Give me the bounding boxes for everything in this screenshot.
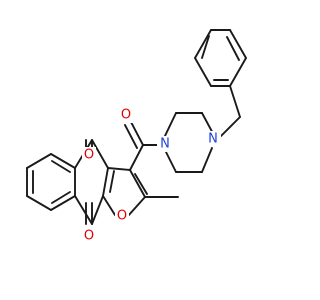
bond-c3-c2-inner <box>134 173 148 195</box>
furan-oxygen-label: O <box>117 209 127 224</box>
bond-benzo-4 <box>26 195 52 211</box>
bond-c9a-c3a <box>102 167 109 197</box>
bond-ofuran-c9a <box>102 195 116 216</box>
bond-benzo-5 <box>50 195 76 211</box>
atom-labels: O N N O O O <box>82 107 221 244</box>
carbonyl-oxygen-label: O <box>121 108 131 123</box>
quinone-oxygen-bottom-label: O <box>84 229 94 244</box>
bond-c3a-c4 <box>91 139 109 169</box>
quinone-oxygen-top-label: O <box>84 148 94 163</box>
bond-carbonyl-o-a <box>130 121 144 146</box>
piperazine-n-amide-label: N <box>160 137 170 152</box>
bond-c2-ofuran <box>127 196 146 217</box>
piperazine-n-benzyl-label: N <box>208 132 218 147</box>
bond-phenyl-1 <box>229 57 247 87</box>
bond-c9-c9a <box>91 195 104 225</box>
bond-carbonyl-c3 <box>129 144 144 171</box>
bond-c9a-c3a-inner <box>109 170 115 193</box>
bond-ch2-n <box>219 116 241 138</box>
bond-pip-6 <box>201 147 213 173</box>
bond-pip-3 <box>163 112 177 139</box>
bond-benzo-2 <box>26 153 52 169</box>
bonds <box>26 29 247 225</box>
bond-c3-c2 <box>129 169 146 198</box>
bond-c8a-c9 <box>74 195 93 225</box>
bond-phenyl-inner-1 <box>226 36 240 61</box>
bond-benzo-inner-1 <box>51 160 71 173</box>
bond-phenyl-4 <box>194 29 212 59</box>
bond-benzyl-ch2 <box>229 85 241 118</box>
bond-carbonyl-o-b <box>124 124 138 149</box>
bond-phenyl-5 <box>194 57 212 87</box>
bond-phenyl-2 <box>229 29 247 59</box>
bond-c3a-c3 <box>107 167 131 171</box>
bond-benzo-inner-3 <box>51 191 71 204</box>
bond-benzo-1 <box>50 153 76 169</box>
chemical-structure: O N N O O O <box>26 29 247 244</box>
bond-phenyl-inner-2 <box>201 35 210 59</box>
